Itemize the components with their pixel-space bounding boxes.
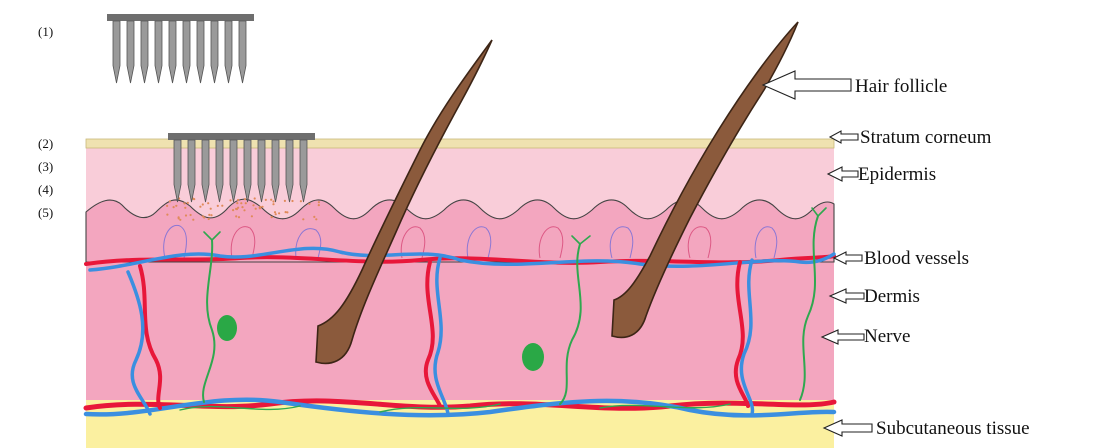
drug-dot (300, 200, 302, 202)
nerve-ending-1 (217, 315, 237, 341)
drug-dot (208, 218, 210, 220)
step-label-2: (2) (38, 136, 53, 151)
step-label-4: (4) (38, 182, 53, 197)
drug-dot (274, 211, 276, 213)
microneedle-4 (155, 21, 162, 83)
dermis-callout: Dermis (830, 286, 920, 307)
drug-dot (166, 214, 168, 216)
drug-dot (302, 218, 304, 220)
drug-dot (184, 207, 186, 209)
drug-dot (237, 207, 239, 209)
drug-dot (284, 200, 286, 202)
step-label-1: (1) (38, 24, 53, 39)
subcutaneous-tissue-label: Subcutaneous tissue (876, 418, 1030, 439)
drug-dot (291, 200, 293, 202)
microneedle-array-free (107, 14, 254, 83)
drug-dot (207, 202, 209, 204)
drug-dot (272, 200, 274, 202)
drug-dot (190, 214, 192, 216)
drug-dot (237, 199, 239, 201)
drug-dot (313, 216, 315, 218)
drug-dot (318, 201, 320, 203)
drug-dot (240, 202, 242, 204)
drug-dot (254, 197, 256, 199)
blood-vessels-callout: Blood vessels (834, 248, 969, 269)
dermis-arrow-icon (830, 289, 864, 303)
drug-dot (169, 200, 171, 202)
drug-dot (270, 199, 272, 201)
drug-dot (173, 206, 175, 208)
drug-dot (245, 202, 247, 204)
drug-dot (241, 206, 243, 208)
microneedle-6 (183, 21, 190, 83)
drug-dot (202, 215, 204, 217)
drug-dot (265, 199, 267, 201)
drug-dot (199, 206, 201, 208)
microneedle-10 (239, 21, 246, 83)
drug-dot (235, 208, 237, 210)
nerve-label: Nerve (864, 326, 910, 347)
drug-dot (272, 203, 274, 205)
hair-follicle-callout: Hair follicle (763, 71, 947, 99)
drug-dot (238, 216, 240, 218)
drug-dot (315, 218, 317, 220)
microneedle-9 (225, 21, 232, 83)
blood-vessels-label: Blood vessels (864, 248, 969, 269)
drug-dot (208, 214, 210, 216)
drug-dot (210, 208, 212, 210)
drug-dot (255, 208, 257, 210)
drug-dot (278, 212, 280, 214)
drug-dot (318, 204, 320, 206)
drug-dot (221, 205, 223, 207)
drug-dot (202, 203, 204, 205)
microneedle-5 (169, 21, 176, 83)
dermis-label: Dermis (864, 286, 920, 307)
blood-vessels-arrow-icon (834, 252, 862, 264)
needle-row (113, 21, 246, 83)
drug-dot (261, 206, 263, 208)
drug-dot (244, 198, 246, 200)
drug-dot (192, 219, 194, 221)
drug-dot (166, 205, 168, 207)
microneedle-3 (141, 21, 148, 83)
drug-dot (259, 207, 261, 209)
microneedle-1 (113, 21, 120, 83)
drug-dot (175, 205, 177, 207)
epidermis-callout: Epidermis (828, 164, 936, 185)
drug-dot (217, 205, 219, 207)
drug-dot (185, 214, 187, 216)
stratum-corneum-callout: Stratum corneum (830, 127, 992, 148)
nerve-callout: Nerve (822, 326, 910, 347)
drug-dot (243, 209, 245, 211)
microneedle-2 (127, 21, 134, 83)
microneedle-8 (211, 21, 218, 83)
inserted-base-plate (168, 133, 315, 140)
drug-dot (236, 202, 238, 204)
needle-base-plate (107, 14, 254, 21)
hair-follicle-arrow-icon (763, 71, 851, 99)
drug-dot (187, 202, 189, 204)
drug-dot (251, 215, 253, 217)
drug-dot (252, 204, 254, 206)
drug-dot (229, 199, 231, 201)
drug-dot (235, 215, 237, 217)
step-label-3: (3) (38, 159, 53, 174)
step-label-5: (5) (38, 205, 53, 220)
microneedle-7 (197, 21, 204, 83)
subcutaneous-tissue-callout: Subcutaneous tissue (824, 418, 1030, 439)
drug-dot (232, 209, 234, 211)
drug-dot (179, 219, 181, 221)
drug-dot (308, 203, 310, 205)
drug-dot (271, 216, 273, 218)
drug-dot (275, 213, 277, 215)
hair-follicle-label: Hair follicle (855, 76, 947, 97)
drug-dot (210, 214, 212, 216)
stratum-corneum-label: Stratum corneum (860, 127, 992, 148)
nerve-ending-2 (522, 343, 544, 371)
drug-dot (285, 211, 287, 213)
epidermis-label: Epidermis (858, 164, 936, 185)
drug-dot (183, 202, 185, 204)
